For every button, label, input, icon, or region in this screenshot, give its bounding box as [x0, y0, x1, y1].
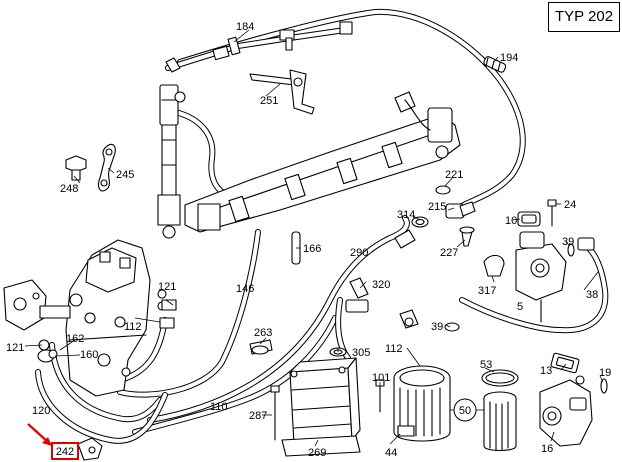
label-287: 287 [249, 410, 267, 422]
bracket-251 [249, 69, 315, 115]
label-305: 305 [352, 347, 370, 359]
label-121-top: 121 [158, 281, 176, 293]
label-112-top: 112 [124, 321, 142, 333]
label-314: 314 [397, 209, 415, 221]
label-53: 53 [480, 359, 492, 371]
valve-5 [515, 231, 595, 323]
clamp-263 [249, 339, 273, 355]
label-215: 215 [428, 201, 446, 213]
label-50: 50 [459, 405, 471, 417]
label-38: 38 [586, 289, 598, 301]
clamp-317 [483, 254, 505, 277]
clamp-314 [411, 216, 429, 228]
clip-245 [97, 143, 116, 192]
label-10: 10 [505, 215, 517, 227]
highlight-242: 242 [27, 423, 79, 460]
fitting-312 [399, 309, 419, 329]
label-112-mid: 112 [385, 343, 403, 355]
label-248: 248 [60, 183, 78, 195]
fuel-hoses [35, 8, 609, 444]
label-251: 251 [260, 95, 278, 107]
label-160: 160 [80, 349, 98, 361]
label-146: 146 [236, 283, 254, 295]
label-194: 194 [500, 52, 518, 64]
bracket-320 [345, 277, 369, 313]
label-162: 162 [66, 333, 84, 345]
screw-194 [483, 56, 507, 73]
highlight-box [51, 442, 79, 460]
label-39-right: 39 [562, 236, 574, 248]
label-13: 13 [540, 365, 552, 377]
label-184: 184 [236, 21, 254, 33]
label-290: 290 [350, 247, 368, 259]
valve-215 [445, 201, 476, 219]
label-120: 120 [32, 405, 50, 417]
label-263: 263 [254, 327, 272, 339]
filter-housing-44 [393, 365, 451, 442]
seal-ring-53 [481, 369, 519, 387]
valve-16 [539, 375, 593, 447]
label-317: 317 [478, 285, 496, 297]
fitting-248 [65, 155, 87, 181]
fuel-line-184 [165, 21, 353, 73]
callout-50: 50 [453, 398, 477, 422]
label-110: 110 [210, 401, 228, 413]
label-19: 19 [599, 367, 611, 379]
label-16: 16 [541, 443, 553, 455]
label-269: 269 [308, 447, 326, 459]
label-320: 320 [372, 279, 390, 291]
leader-lines [24, 29, 604, 447]
housing-269 [281, 357, 361, 457]
type-label-box: TYP 202 [548, 2, 620, 32]
fuel-rail [184, 91, 461, 233]
ring-39b [444, 322, 460, 332]
type-label: TYP 202 [554, 8, 614, 25]
fuel-injector [157, 84, 186, 239]
gasket-10 [517, 211, 541, 227]
label-24: 24 [564, 199, 576, 211]
label-101: 101 [372, 372, 390, 384]
label-44: 44 [385, 447, 397, 459]
screw-227 [459, 226, 475, 247]
label-221: 221 [445, 169, 463, 181]
gasket-13 [550, 352, 580, 374]
fittings-121-112 [37, 289, 177, 363]
filter-insert-50 [483, 391, 517, 452]
bolt-24 [547, 199, 557, 227]
fitting-242 [77, 437, 103, 461]
label-5: 5 [517, 301, 523, 313]
label-121-left: 121 [6, 342, 24, 354]
part-numbers: 184 194 251 248 245 221 314 215 10 24 22… [6, 21, 611, 459]
label-227: 227 [440, 247, 458, 259]
label-245: 245 [116, 169, 134, 181]
injection-pump [3, 239, 151, 397]
label-39-mid: 39 [431, 321, 443, 333]
ring-19 [600, 378, 608, 394]
ring-221 [435, 185, 451, 195]
hose-end-290 [394, 229, 416, 249]
bolt-287 [270, 385, 280, 441]
label-242: 242 [56, 446, 74, 458]
label-166: 166 [303, 243, 321, 255]
ring-39 [567, 243, 575, 257]
